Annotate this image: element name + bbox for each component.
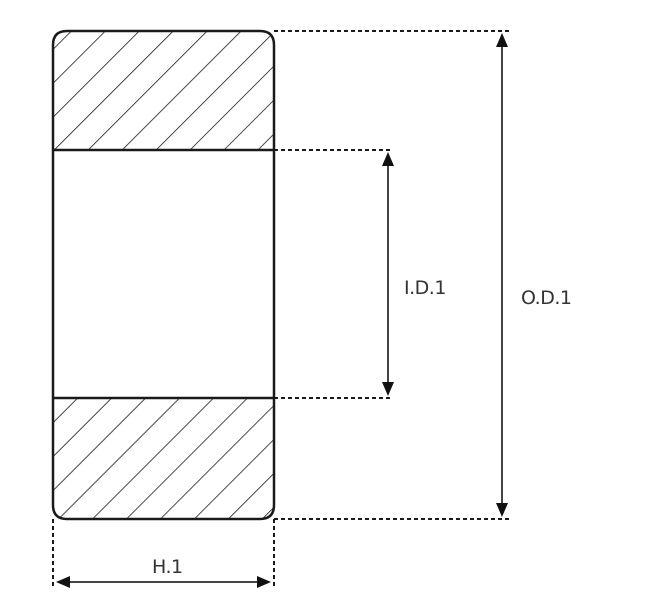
outer-ring-bottom-section: [53, 398, 274, 519]
bearing-outline: [51, 29, 276, 521]
height-label: H.1: [152, 556, 183, 578]
id-label: I.D.1: [404, 277, 446, 299]
id-dimension-arrow: [382, 152, 394, 396]
height-dimension-arrow: [56, 576, 271, 588]
od-dimension-arrow: [496, 33, 508, 517]
outer-ring-top-section: [53, 31, 274, 150]
extension-lines: [52, 30, 512, 588]
od-label: O.D.1: [521, 287, 571, 309]
